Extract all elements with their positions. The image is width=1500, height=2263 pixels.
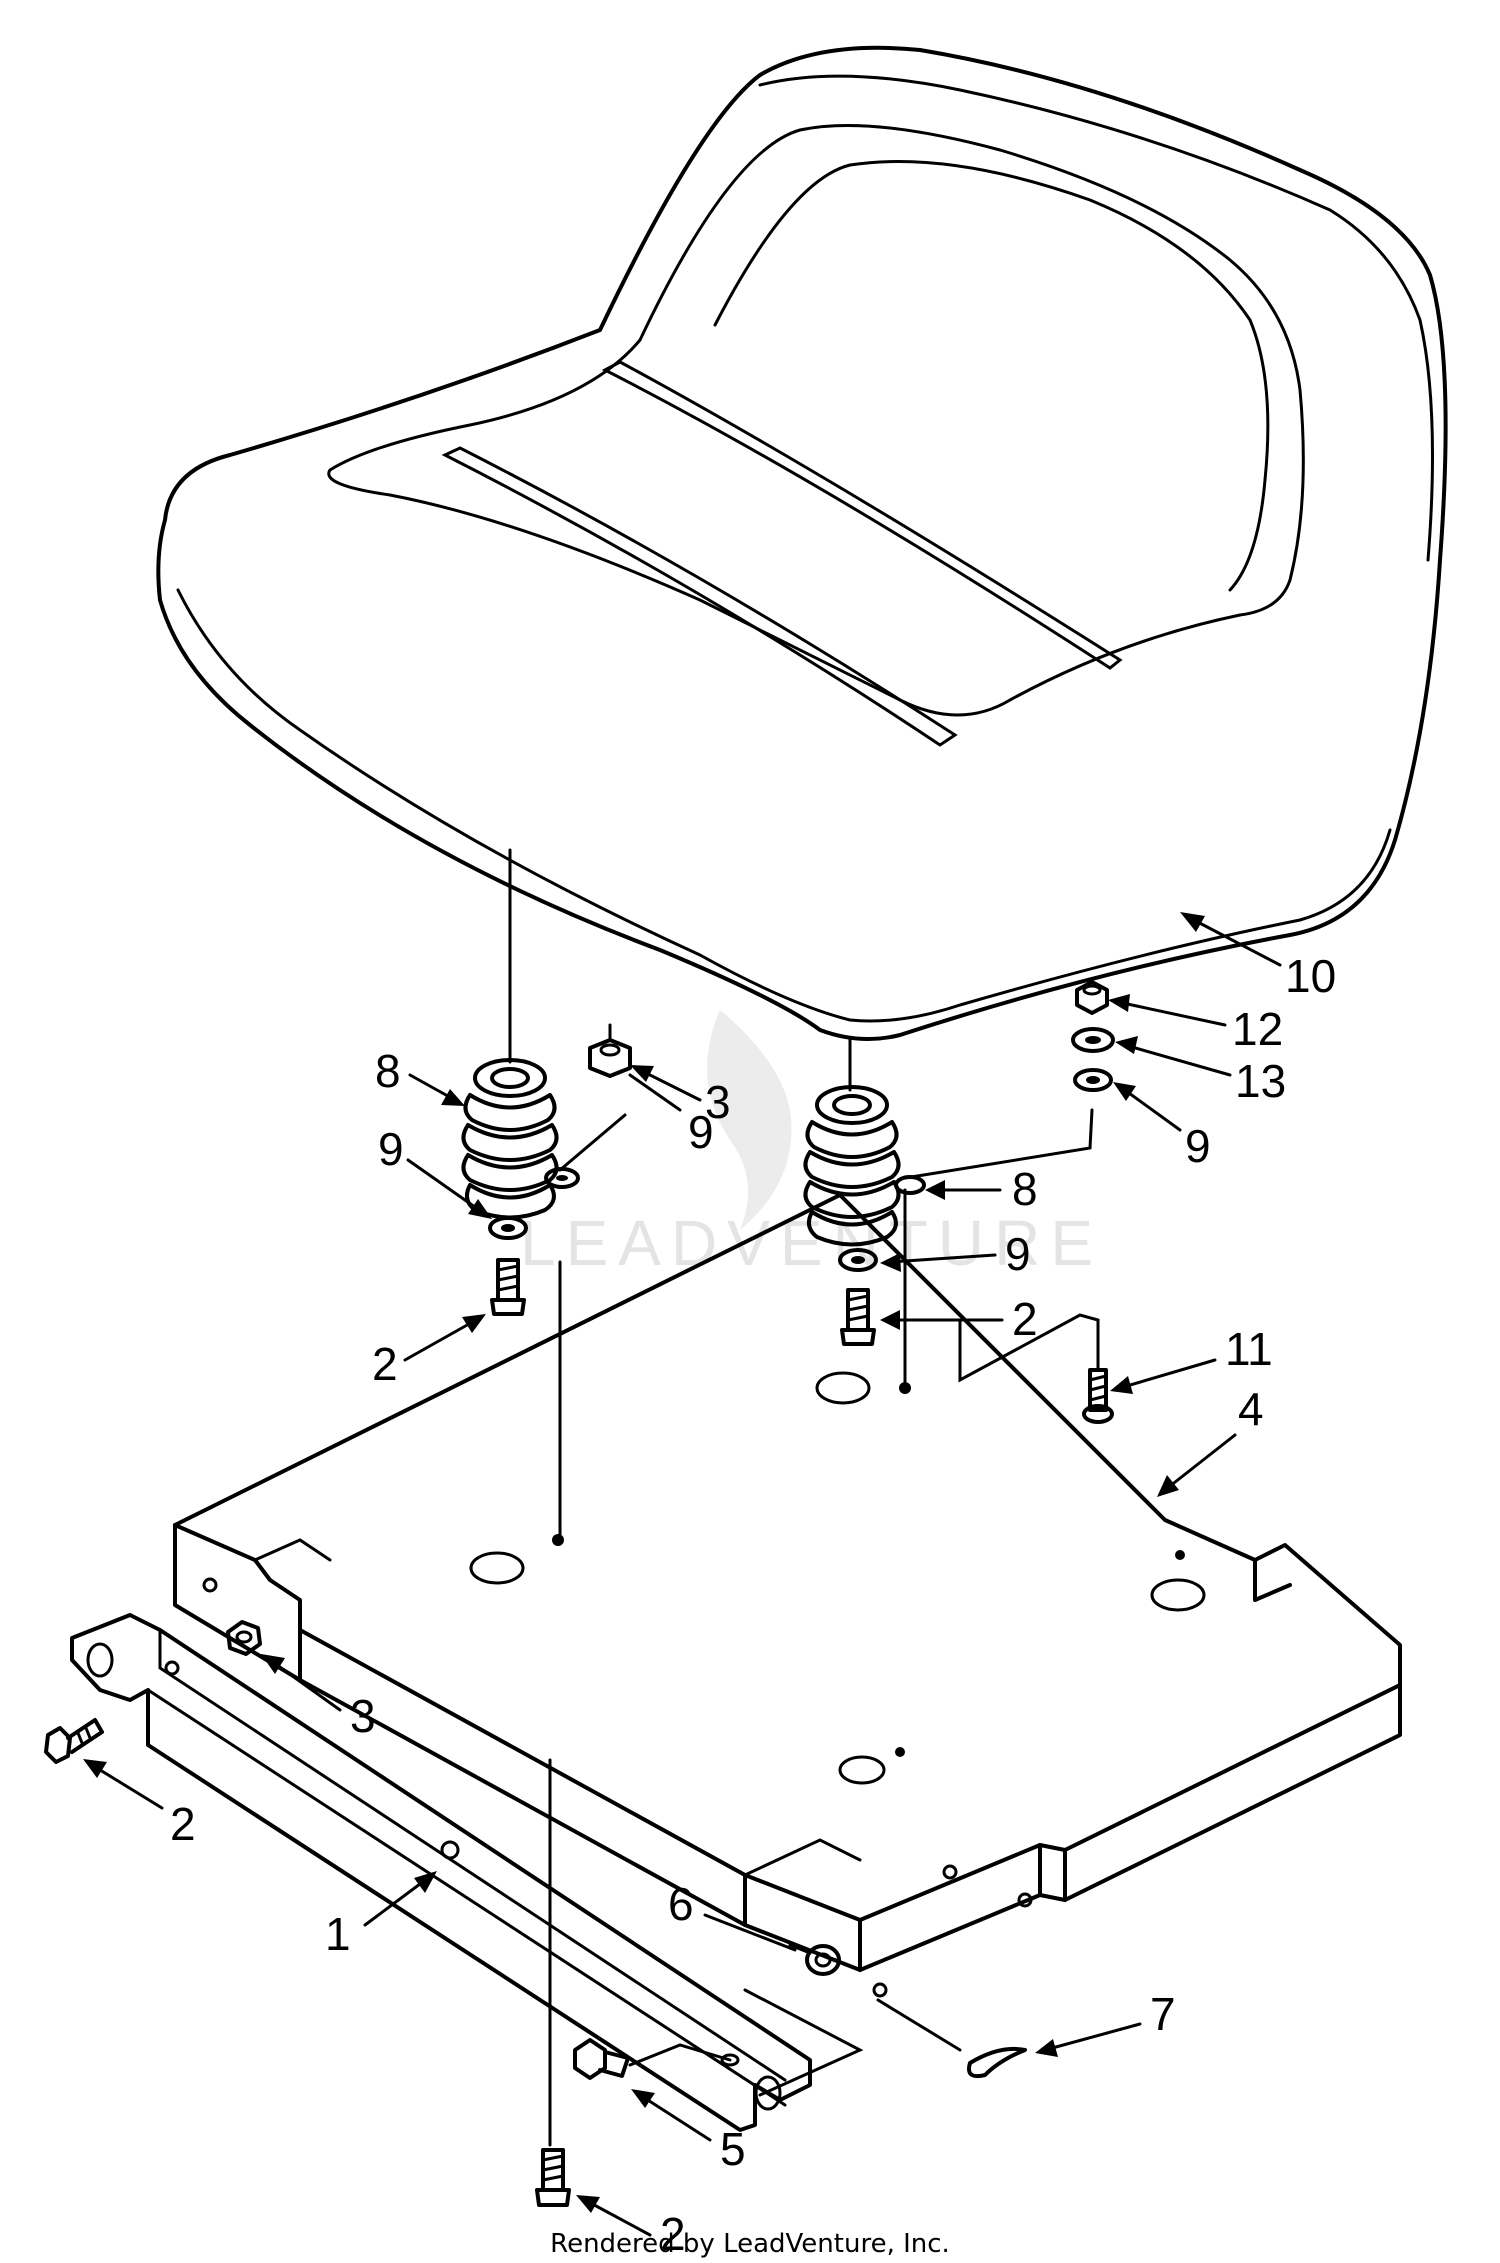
leader-arrows xyxy=(83,912,1282,2237)
callout-bolt-center: 2 xyxy=(1012,1293,1038,1345)
callout-washer-center: 9 xyxy=(688,1106,714,1158)
spring-left xyxy=(461,1058,559,1220)
callout-labels: 10 12 13 9 8 9 3 9 8 9 2 2 11 4 3 2 1 6 … xyxy=(170,950,1336,2260)
fasteners xyxy=(44,980,1115,2207)
callout-bolt-right: 11 xyxy=(1225,1323,1273,1375)
watermark-text: LEADVENTURE xyxy=(520,1207,1103,1279)
callout-washer-right-low: 9 xyxy=(1005,1228,1031,1280)
callout-bolt-bottom: 2 xyxy=(660,2208,686,2260)
callout-spring-left: 8 xyxy=(375,1045,401,1097)
callout-seat-pan: 4 xyxy=(1238,1383,1264,1435)
callout-bolt-bracket: 2 xyxy=(170,1798,196,1850)
callout-pin: 6 xyxy=(668,1878,694,1930)
assembly-guide-lines xyxy=(508,848,907,2147)
callout-spring-right: 8 xyxy=(1012,1163,1038,1215)
callout-washer-left: 9 xyxy=(378,1123,404,1175)
leadventure-watermark: LEADVENTURE xyxy=(520,1010,1103,1279)
seat-pan xyxy=(173,1193,1402,1998)
callout-bolt-left: 2 xyxy=(372,1338,398,1390)
spring-right xyxy=(803,1085,901,1247)
callout-nut-center: 3 xyxy=(705,1076,731,1128)
seat-cushion xyxy=(156,45,1448,1041)
callout-nut-bracket: 3 xyxy=(350,1690,376,1742)
callout-nut-top: 12 xyxy=(1232,1003,1283,1055)
callout-lock-washer: 13 xyxy=(1235,1055,1286,1107)
callout-washer-right: 9 xyxy=(1185,1120,1211,1172)
footer-credit: Rendered by LeadVenture, Inc. xyxy=(550,2229,950,2259)
callout-seat: 10 xyxy=(1285,950,1336,1002)
callout-clip: 7 xyxy=(1150,1988,1176,2040)
bracket-bar xyxy=(70,1613,864,2132)
callout-bracket-bar: 1 xyxy=(325,1908,351,1960)
callout-shoulder-bolt: 5 xyxy=(720,2123,746,2175)
